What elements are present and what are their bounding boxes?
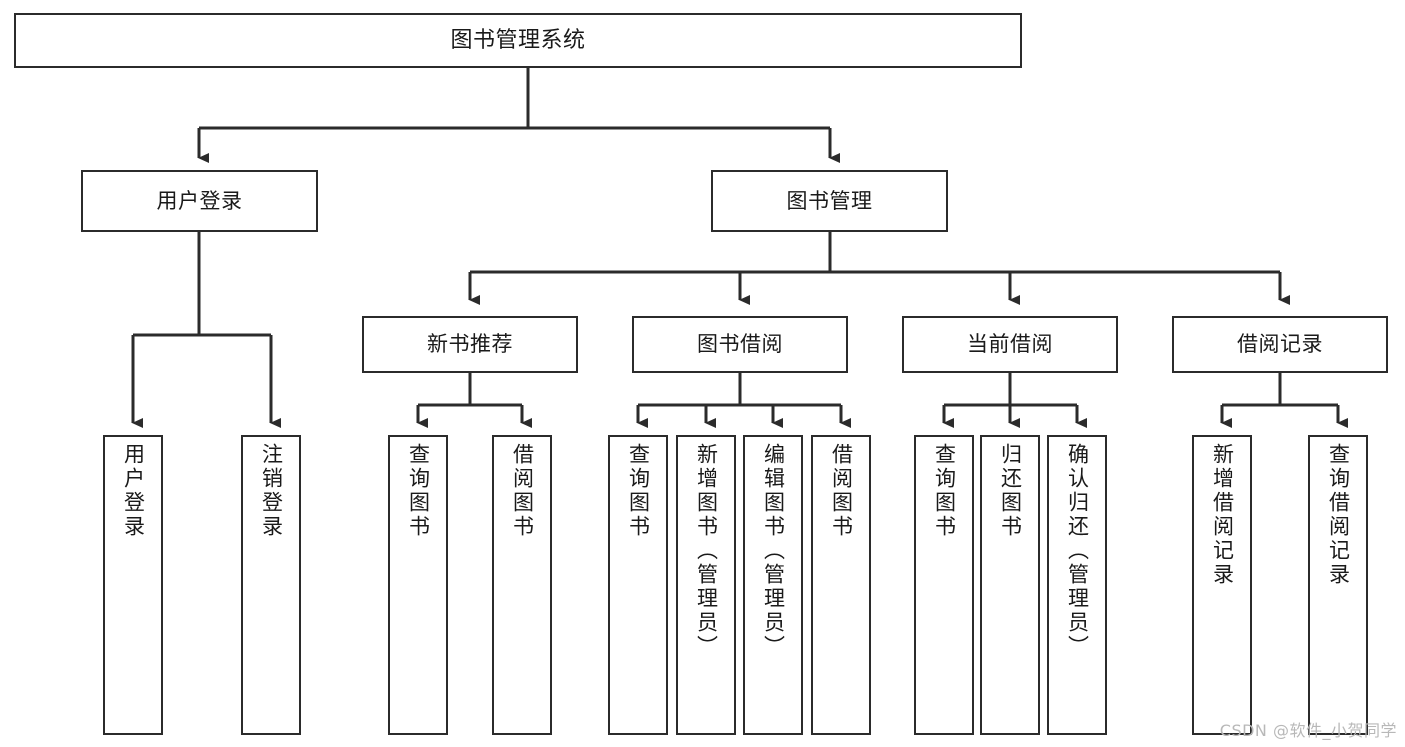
node-borrow-record[interactable]: 借阅记录 [1172, 316, 1388, 373]
leaf-confirm-return-admin[interactable]: 确认归还（管理员） [1047, 435, 1107, 735]
leaf-add-borrow-record[interactable]: 新增借阅记录 [1192, 435, 1252, 735]
node-book-borrow[interactable]: 图书借阅 [632, 316, 848, 373]
leaf-query-borrow-record[interactable]: 查询借阅记录 [1308, 435, 1368, 735]
node-label: 确认归还（管理员） [1065, 443, 1090, 659]
node-label: 注销登录 [259, 443, 284, 539]
leaf-borrow-book-recommend[interactable]: 借阅图书 [492, 435, 552, 735]
node-label: 借阅图书 [510, 443, 535, 539]
node-label: 用户登录 [121, 443, 146, 539]
node-label: 借阅记录 [1237, 332, 1323, 357]
node-user-login[interactable]: 用户登录 [81, 170, 318, 232]
leaf-return-book[interactable]: 归还图书 [980, 435, 1040, 735]
leaf-logout[interactable]: 注销登录 [241, 435, 301, 735]
node-root-system[interactable]: 图书管理系统 [14, 13, 1022, 68]
node-label: 查询借阅记录 [1326, 443, 1351, 587]
node-label: 图书借阅 [697, 332, 783, 357]
node-label: 用户登录 [156, 188, 243, 213]
node-label: 当前借阅 [967, 332, 1053, 357]
node-label: 查询图书 [626, 443, 651, 539]
node-label: 图书管理 [786, 188, 873, 213]
leaf-edit-book-admin[interactable]: 编辑图书（管理员） [743, 435, 803, 735]
leaf-query-book-borrow[interactable]: 查询图书 [608, 435, 668, 735]
node-new-book-recommend[interactable]: 新书推荐 [362, 316, 578, 373]
node-label: 查询图书 [932, 443, 957, 539]
leaf-add-book-admin[interactable]: 新增图书（管理员） [676, 435, 736, 735]
node-label: 新书推荐 [427, 332, 513, 357]
leaf-borrow-book[interactable]: 借阅图书 [811, 435, 871, 735]
leaf-query-book-recommend[interactable]: 查询图书 [388, 435, 448, 735]
node-label: 编辑图书（管理员） [761, 443, 786, 659]
node-label: 借阅图书 [829, 443, 854, 539]
watermark-text: CSDN @软件_小贺同学 [1219, 721, 1397, 740]
leaf-query-book-current[interactable]: 查询图书 [914, 435, 974, 735]
node-label: 新增图书（管理员） [694, 443, 719, 659]
node-book-management[interactable]: 图书管理 [711, 170, 948, 232]
leaf-user-login[interactable]: 用户登录 [103, 435, 163, 735]
node-label: 查询图书 [406, 443, 431, 539]
node-current-borrow[interactable]: 当前借阅 [902, 316, 1118, 373]
node-label: 新增借阅记录 [1210, 443, 1235, 587]
node-label: 归还图书 [998, 443, 1023, 539]
node-label: 图书管理系统 [450, 27, 586, 53]
